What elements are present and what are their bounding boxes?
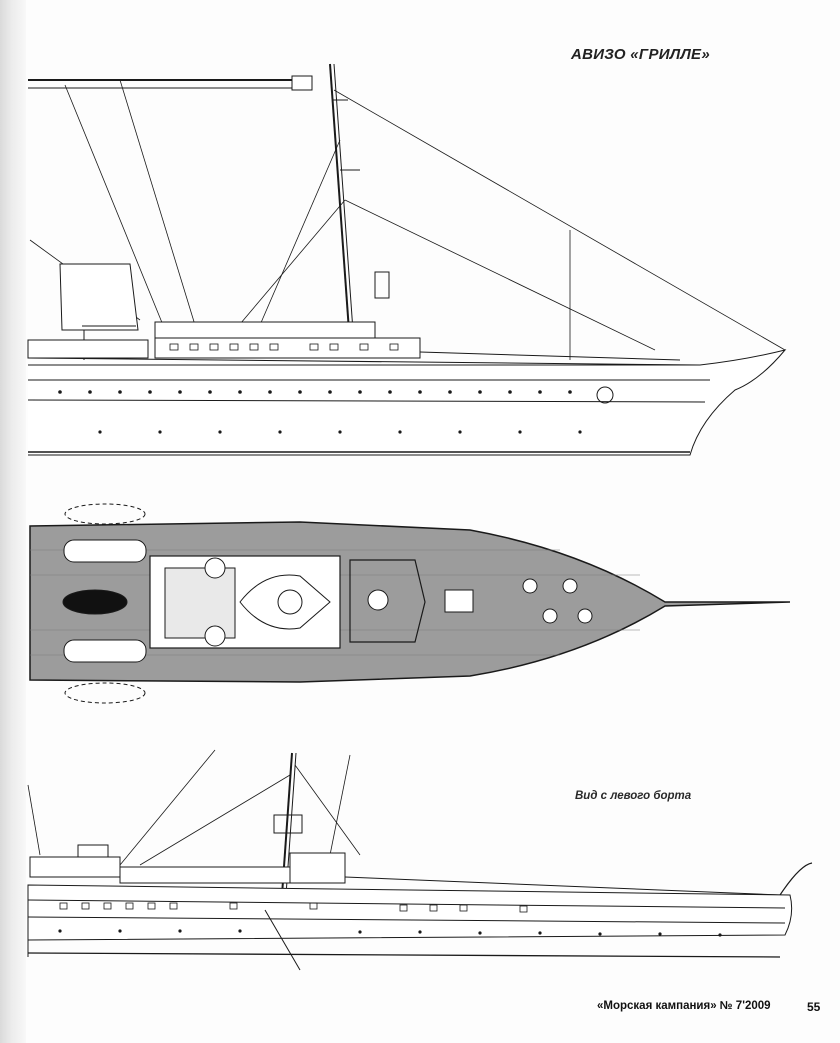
view-caption: Вид с левого борта — [575, 790, 692, 802]
port-rigging — [27, 749, 361, 866]
port-windows — [59, 902, 528, 913]
page-number: 55 — [807, 1000, 821, 1014]
deckhouse — [149, 555, 341, 649]
deck-plan-drawing — [0, 490, 840, 720]
swung-out-boats — [64, 503, 146, 704]
deck-boats — [62, 539, 147, 663]
port-portholes — [58, 929, 722, 937]
page-binding-edge — [0, 0, 26, 1043]
boom-spar — [28, 75, 313, 91]
port-profile-drawing — [0, 745, 840, 975]
hull — [27, 349, 787, 456]
port-hull — [27, 884, 793, 958]
superstructure — [27, 321, 701, 366]
journal-footer: «Морская кампания» № 7'2009 — [597, 1000, 771, 1012]
port-superstructure — [29, 844, 781, 896]
foremast — [329, 63, 390, 346]
bridge-structure — [349, 559, 593, 643]
superstructure-windows — [169, 343, 399, 351]
funnel — [59, 263, 139, 360]
port-gangway — [264, 909, 301, 971]
port-bow — [779, 862, 813, 896]
starboard-profile-drawing — [0, 60, 840, 470]
page-title: АВИЗО «ГРИЛЛЕ» — [570, 46, 710, 63]
rigging — [29, 79, 786, 360]
portholes — [58, 390, 582, 434]
